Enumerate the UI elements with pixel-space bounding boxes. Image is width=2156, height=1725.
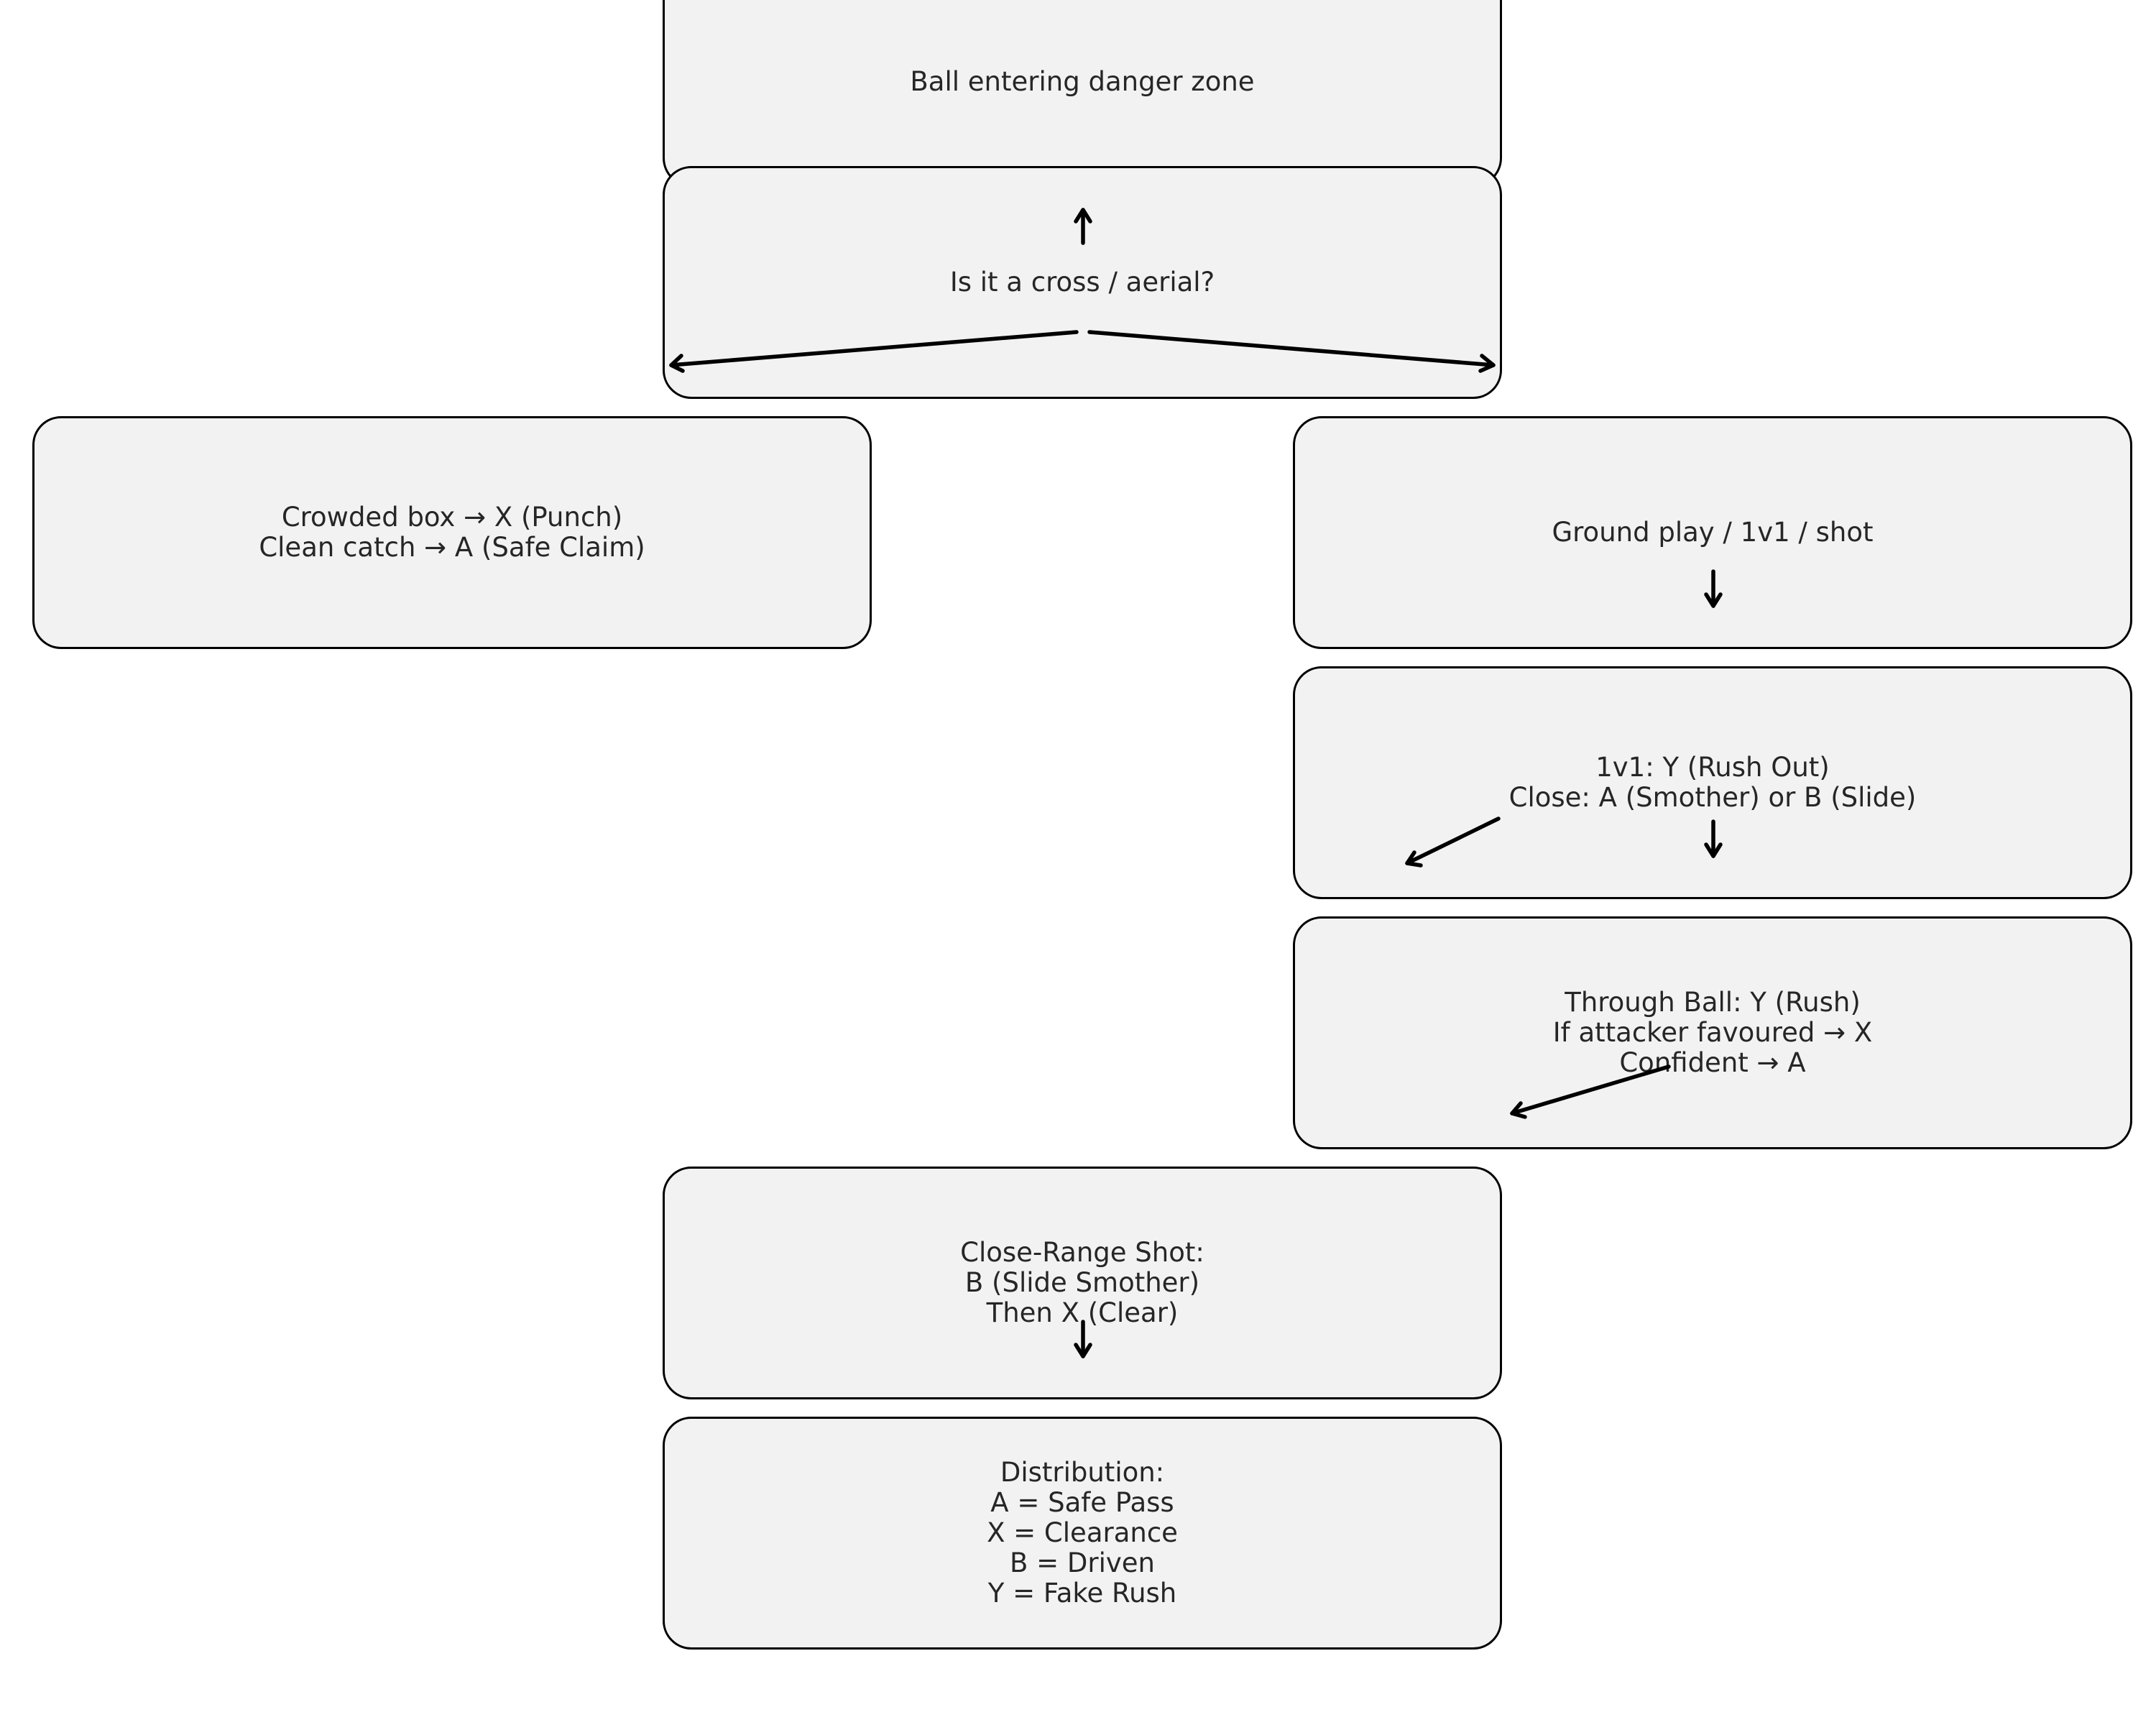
arrow-to-aerial-options	[669, 330, 1079, 373]
node-label: 1v1: Y (Rush Out) Close: A (Smother) or …	[1508, 752, 1917, 813]
arrow-through-ball-to-close-range	[1510, 1064, 1671, 1119]
arrow-up-to-start	[1074, 208, 1092, 245]
arrow-one-v-one-to-close-range	[1405, 816, 1501, 868]
node-one-v-one: 1v1: Y (Rush Out) Close: A (Smother) or …	[1293, 666, 2132, 899]
node-label: Distribution: A = Safe Pass X = Clearanc…	[987, 1457, 1178, 1609]
node-aerial-options: Crowded box → X (Punch) Clean catch → A …	[32, 416, 872, 649]
node-label: Ball entering danger zone	[910, 65, 1255, 97]
arrow-to-ground-play	[1087, 330, 1496, 373]
node-ball-entering-danger-zone: Ball entering danger zone	[663, 0, 1502, 187]
node-label: Is it a cross / aerial?	[949, 267, 1215, 298]
node-label: Close-Range Shot: B (Slide Smother) Then…	[960, 1237, 1204, 1328]
node-close-range-shot: Close-Range Shot: B (Slide Smother) Then…	[663, 1167, 1502, 1399]
node-label: Crowded box → X (Punch) Clean catch → A …	[259, 502, 645, 563]
node-ground-play: Ground play / 1v1 / shot	[1293, 416, 2132, 649]
node-label: Through Ball: Y (Rush) If attacker favou…	[1552, 987, 1873, 1078]
arrow-close-range-to-distribution	[1074, 1320, 1092, 1358]
node-through-ball: Through Ball: Y (Rush) If attacker favou…	[1293, 916, 2132, 1149]
node-cross-aerial-question: Is it a cross / aerial?	[663, 166, 1502, 399]
arrow-one-v-one-down	[1704, 819, 1723, 858]
node-label: Ground play / 1v1 / shot	[1552, 517, 1874, 548]
node-distribution: Distribution: A = Safe Pass X = Clearanc…	[663, 1417, 1502, 1650]
arrow-ground-to-one-v-one	[1704, 569, 1723, 608]
